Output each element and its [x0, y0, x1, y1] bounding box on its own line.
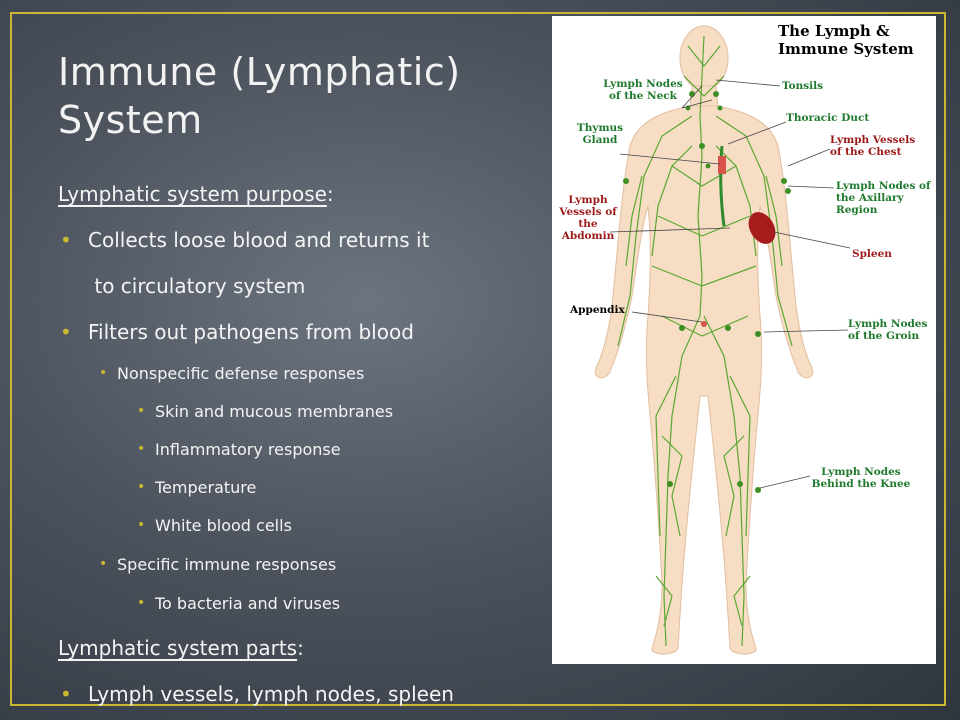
label-lymph-vessels-abdomin: Lymph Vessels of the Abdomin — [559, 194, 617, 242]
list-item: •Lymph vessels, lymph nodes, spleen — [60, 682, 454, 706]
lymph-node-dots — [623, 91, 791, 493]
list-item: •Filters out pathogens from blood — [60, 320, 414, 344]
label-thymus-gland: Thymus Gland — [576, 122, 624, 146]
list-item: •White blood cells — [137, 516, 292, 535]
list-item: •Specific immune responses — [99, 555, 337, 574]
bullet-icon: • — [137, 595, 146, 611]
bullet-icon: • — [99, 365, 108, 381]
spleen-organ — [748, 212, 776, 244]
list-item: •Skin and mucous membranes — [137, 402, 394, 421]
label-lymph-nodes-knee: Lymph Nodes Behind the Knee — [811, 466, 911, 490]
list-item: to circulatory system — [88, 274, 306, 298]
lymph-system-diagram: The Lymph & Immune System Lymph Nodes of… — [552, 16, 936, 664]
list-item: •To bacteria and viruses — [137, 594, 341, 613]
label-thoracic-duct: Thoracic Duct — [786, 112, 870, 124]
label-lymph-nodes-axillary: Lymph Nodes of the Axillary Region — [836, 180, 931, 216]
bullet-icon: • — [99, 556, 108, 572]
bullet-icon: • — [60, 682, 72, 706]
bullet-icon: • — [137, 403, 146, 419]
list-item: •Collects loose blood and returns it — [60, 228, 430, 252]
label-lymph-nodes-groin: Lymph Nodes of the Groin — [848, 318, 928, 342]
label-lymph-vessels-chest: Lymph Vessels of the Chest — [830, 134, 916, 158]
thymus-gland — [718, 156, 726, 174]
label-appendix: Appendix — [570, 304, 625, 316]
lymph-vessels — [617, 35, 793, 647]
purpose-heading: Lymphatic system purpose: — [58, 182, 334, 206]
list-item: •Nonspecific defense responses — [99, 364, 365, 383]
label-lymph-nodes-neck: Lymph Nodes of the Neck — [603, 78, 683, 102]
label-spleen: Spleen — [852, 248, 892, 260]
label-leader-lines — [609, 79, 851, 489]
list-item: •Temperature — [137, 478, 257, 497]
diagram-title: The Lymph & Immune System — [778, 22, 914, 58]
slide-border — [10, 12, 946, 706]
bullet-icon: • — [60, 320, 72, 344]
body-illustration — [594, 25, 851, 655]
slide-title: Immune (Lymphatic) System — [58, 50, 461, 142]
appendix-organ — [701, 321, 707, 327]
list-item: •Inflammatory response — [137, 440, 341, 459]
bullet-icon: • — [60, 228, 72, 252]
parts-heading: Lymphatic system parts: — [58, 636, 304, 660]
bullet-icon: • — [137, 441, 146, 457]
label-tonsils: Tonsils — [782, 80, 824, 92]
bullet-icon: • — [137, 479, 146, 495]
bullet-icon: • — [137, 517, 146, 533]
